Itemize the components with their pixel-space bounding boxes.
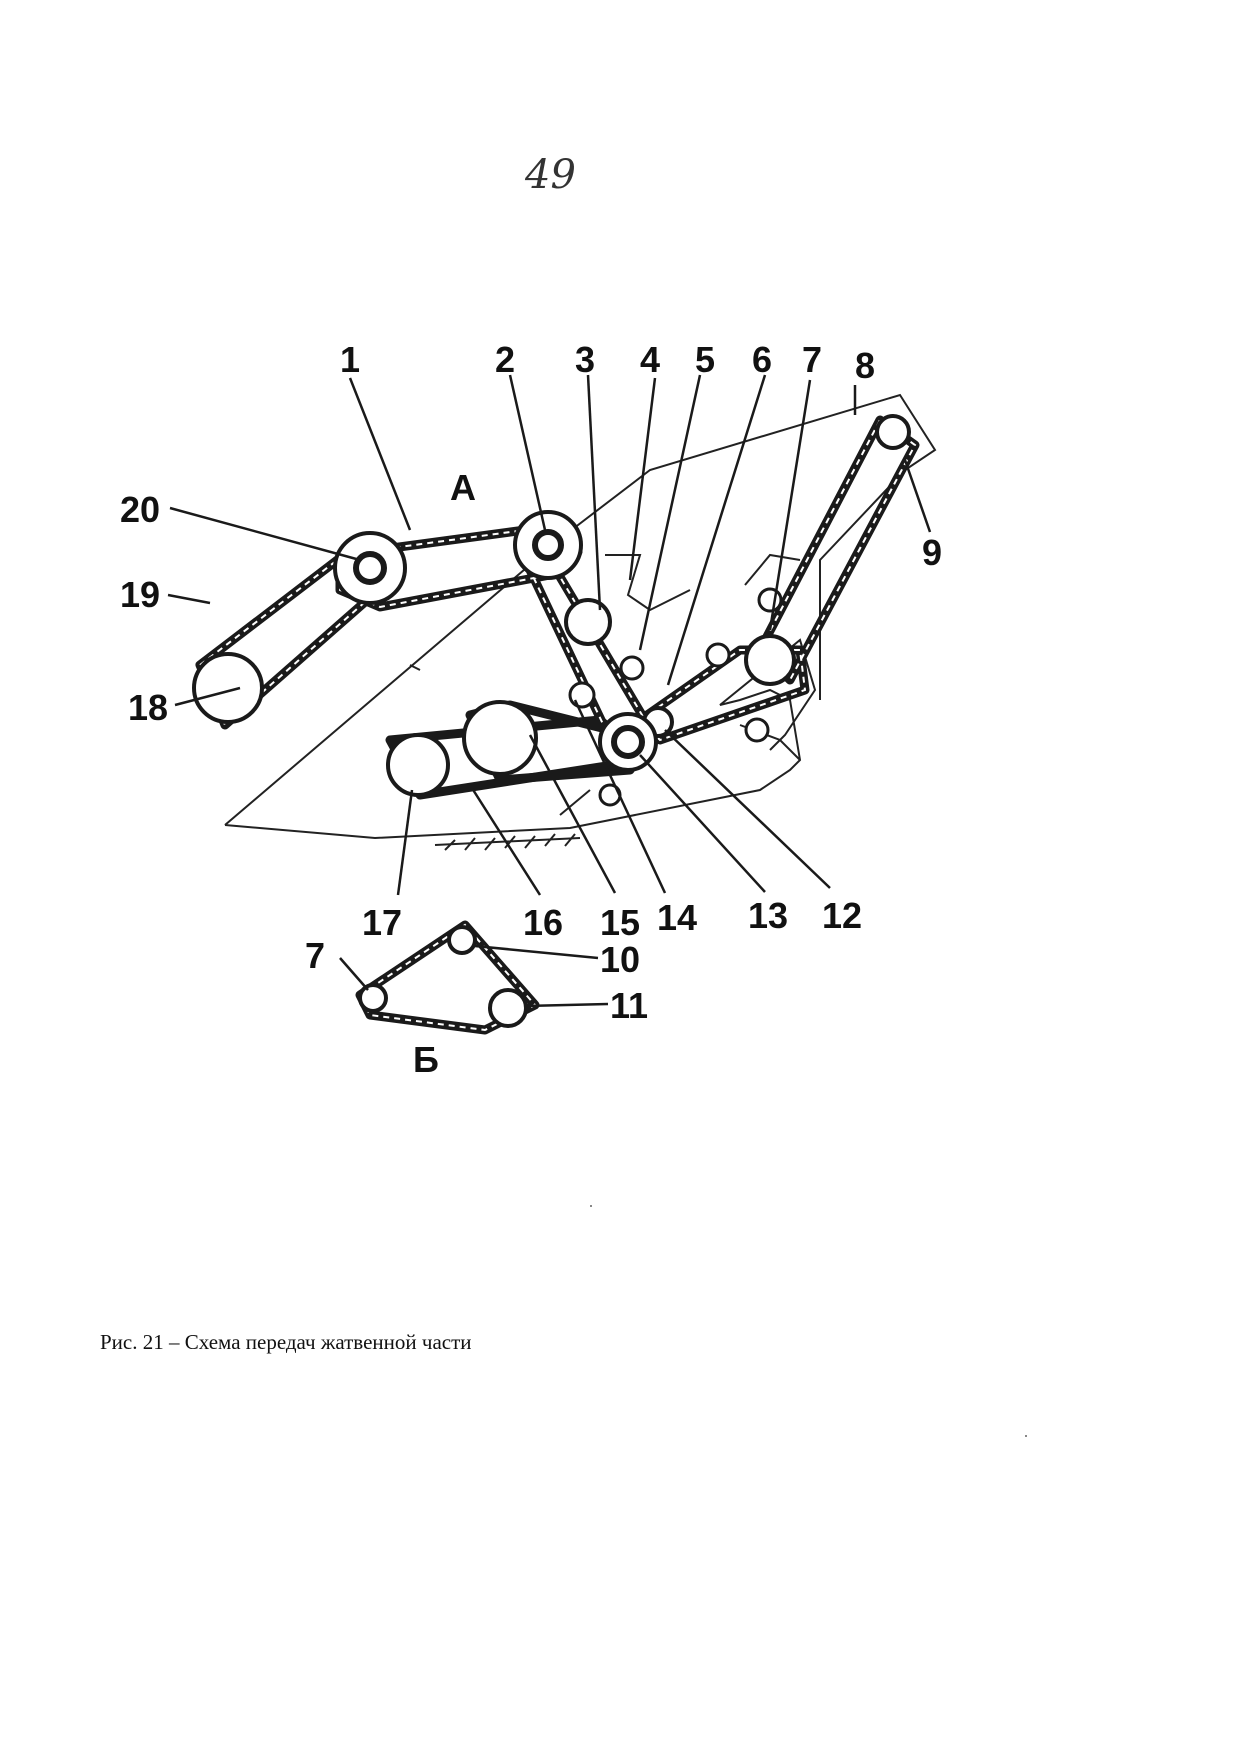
scan-speck — [1025, 1435, 1027, 1437]
label-10: 10 — [600, 939, 640, 980]
pulley-17 — [386, 733, 450, 797]
label-9: 9 — [922, 532, 942, 573]
view-a-label: А — [450, 467, 476, 508]
leader-lines — [167, 374, 932, 1008]
pulleys — [192, 414, 911, 1028]
label-16: 16 — [523, 902, 563, 943]
pulley-4 — [564, 598, 612, 646]
component-labels: 1 2 3 4 5 6 7 8 9 10 11 12 13 14 15 16 1… — [120, 339, 942, 1080]
pulley-13-inner — [611, 725, 645, 759]
label-1: 1 — [340, 339, 360, 380]
figure-caption: Рис. 21 – Схема передач жатвенной части — [100, 1330, 472, 1354]
label-15: 15 — [600, 902, 640, 943]
pulley-9 — [875, 414, 911, 450]
label-17: 17 — [362, 902, 402, 943]
label-3: 3 — [575, 339, 595, 380]
pulley-14-small — [568, 681, 596, 709]
pulley-7 — [744, 634, 796, 686]
view-b-label: Б — [413, 1039, 439, 1080]
label-20: 20 — [120, 489, 160, 530]
pulley-20-inner — [353, 551, 387, 585]
page-number: 49 — [525, 152, 576, 198]
label-7-b: 7 — [305, 935, 325, 976]
pulley-2-inner — [532, 529, 564, 561]
pulley-b-10 — [447, 925, 477, 955]
pulley-7-top — [757, 587, 783, 613]
label-4: 4 — [640, 339, 660, 380]
label-14: 14 — [657, 897, 697, 938]
label-18: 18 — [128, 687, 168, 728]
pulley-right-idler — [744, 717, 770, 743]
pulley-7-idler — [705, 642, 731, 668]
label-13: 13 — [748, 895, 788, 936]
label-12: 12 — [822, 895, 862, 936]
pulley-b-11 — [488, 988, 528, 1028]
pulley-b-7 — [358, 983, 388, 1013]
label-8: 8 — [855, 345, 875, 386]
label-11: 11 — [610, 985, 648, 1026]
label-19: 19 — [120, 574, 160, 615]
label-7: 7 — [802, 339, 822, 380]
ground-hatch — [434, 833, 581, 851]
scan-speck — [590, 1205, 592, 1207]
pulley-15 — [462, 700, 538, 776]
label-2: 2 — [495, 339, 515, 380]
label-6: 6 — [752, 339, 772, 380]
pulley-5-small — [619, 655, 645, 681]
pulley-18 — [192, 652, 264, 724]
label-5: 5 — [695, 339, 715, 380]
